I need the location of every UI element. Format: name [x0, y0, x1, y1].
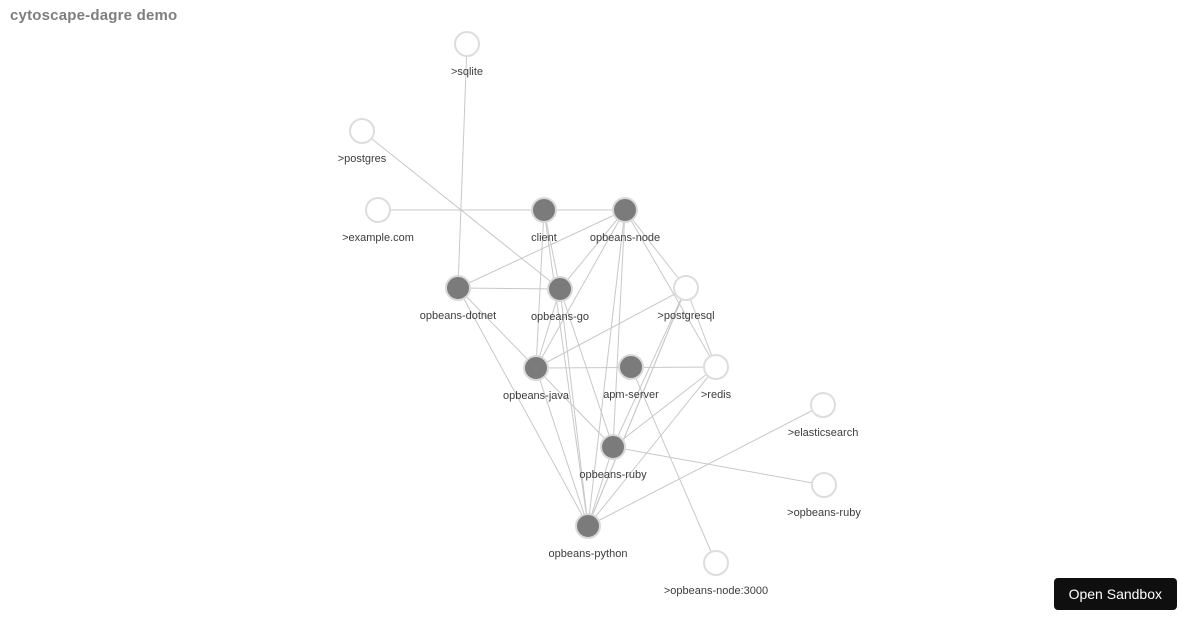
graph-edge-node-go	[559, 209, 626, 290]
graph-nodes-layer: >sqlite >postgres >example.com client opbean…	[338, 31, 861, 597]
graph-edge-ruby-python	[587, 446, 614, 527]
graph-node-label-client: client	[531, 232, 557, 244]
graph-edge-ruby-rubyext	[612, 446, 825, 486]
graph-node-label-postgresql: >postgresql	[657, 310, 714, 322]
graph-node-label-redis: >redis	[701, 389, 732, 401]
graph-edge-java-ruby	[535, 367, 614, 448]
graph-edge-go-java	[535, 288, 561, 369]
graph-node-label-ruby: opbeans-ruby	[579, 469, 647, 481]
graph-edge-python-redis	[587, 366, 717, 527]
graph-edge-java-postgresql	[535, 287, 687, 369]
graph-edge-go-postgres	[361, 130, 561, 290]
graph-node-label-java: opbeans-java	[503, 390, 570, 402]
graph-edge-postgresql-redis	[685, 287, 717, 368]
open-sandbox-button[interactable]: Open Sandbox	[1053, 578, 1177, 610]
graph-edge-ruby-redis	[612, 366, 717, 448]
graph-node-label-sqlite: >sqlite	[451, 66, 483, 78]
graph-node-go[interactable]	[547, 276, 573, 302]
graph-node-example[interactable]	[365, 197, 391, 223]
graph-node-label-go: opbeans-go	[531, 311, 589, 323]
page-title: cytoscape-dagre demo	[10, 7, 178, 24]
graph-node-postgres[interactable]	[349, 118, 375, 144]
graph-edge-dotnet-go	[457, 287, 561, 290]
graph-edge-dotnet-sqlite	[457, 43, 468, 289]
graph-edge-dotnet-java	[457, 287, 537, 369]
graph-node-apm[interactable]	[618, 354, 644, 380]
graph-edge-client-go	[543, 209, 561, 290]
graph-node-node3000[interactable]	[703, 550, 729, 576]
graph-node-elasticsearch[interactable]	[810, 392, 836, 418]
graph-node-label-node: opbeans-node	[590, 232, 660, 244]
graph-node-label-python: opbeans-python	[549, 548, 628, 560]
graph-node-sqlite[interactable]	[454, 31, 480, 57]
graph-edge-node-ruby	[612, 209, 626, 448]
graph-node-label-rubyext: >opbeans-ruby	[787, 507, 861, 519]
graph-node-java[interactable]	[523, 355, 549, 381]
graph-edges-layer	[361, 43, 825, 564]
graph-node-label-apm: apm-server	[603, 389, 659, 401]
graph-edge-python-elasticsearch	[587, 404, 824, 527]
graph-edge-dotnet-python	[457, 287, 589, 527]
graph-edge-node-postgresql	[624, 209, 687, 289]
graph-edge-postgresql-ruby	[612, 287, 687, 448]
graph-node-label-elasticsearch: >elasticsearch	[788, 427, 859, 439]
graph-node-label-node3000: >opbeans-node:3000	[664, 585, 768, 597]
graph-edge-dotnet-node	[457, 209, 626, 289]
graph-node-label-example: >example.com	[342, 232, 414, 244]
graph-node-dotnet[interactable]	[445, 275, 471, 301]
graph-node-rubyext[interactable]	[811, 472, 837, 498]
graph-edge-postgresql-python	[587, 287, 687, 527]
graph-node-ruby[interactable]	[600, 434, 626, 460]
graph-node-postgresql[interactable]	[673, 275, 699, 301]
graph-node-node[interactable]	[612, 197, 638, 223]
graph-edge-java-python	[535, 367, 589, 527]
graph-node-label-dotnet: opbeans-dotnet	[420, 310, 496, 322]
graph-edge-apm-node3000	[630, 366, 717, 564]
graph-node-client[interactable]	[531, 197, 557, 223]
graph-edge-node-redis	[624, 209, 717, 368]
graph-node-redis[interactable]	[703, 354, 729, 380]
graph-node-python[interactable]	[575, 513, 601, 539]
graph-node-label-postgres: >postgres	[338, 153, 387, 165]
graph-edge-node-java	[535, 209, 626, 369]
